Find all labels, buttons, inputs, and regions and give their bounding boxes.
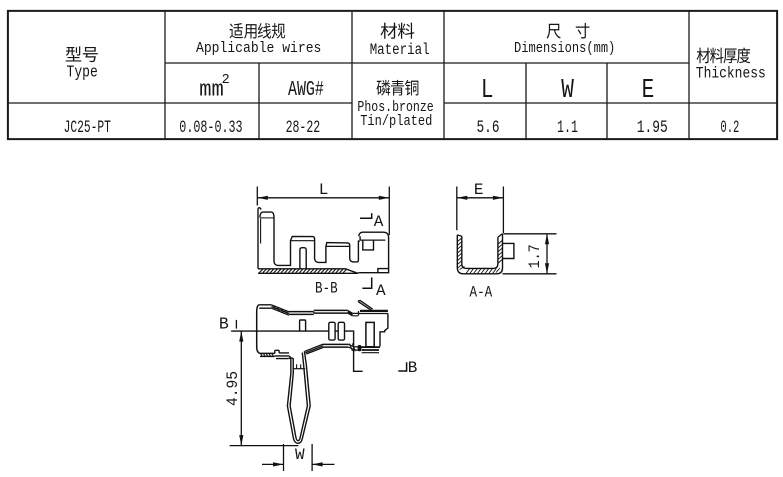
svg-text:1.95: 1.95 — [637, 119, 668, 138]
svg-text:E: E — [474, 181, 484, 199]
svg-text:Type: Type — [67, 64, 98, 83]
svg-text:A: A — [374, 213, 384, 231]
svg-text:0.2: 0.2 — [720, 119, 739, 138]
svg-text:A-A: A-A — [470, 284, 493, 302]
svg-text:2: 2 — [222, 73, 230, 88]
svg-text:1.1: 1.1 — [557, 119, 578, 138]
svg-text:L: L — [481, 76, 494, 106]
svg-text:Material: Material — [370, 41, 430, 59]
svg-text:Tin/plated: Tin/plated — [360, 112, 432, 130]
svg-text:4.95: 4.95 — [224, 371, 242, 406]
svg-text:JC25-PT: JC25-PT — [64, 119, 111, 138]
svg-text:Thickness: Thickness — [696, 65, 766, 83]
svg-text:A: A — [376, 282, 386, 300]
svg-text:Phos.bronze: Phos.bronze — [357, 98, 433, 116]
svg-text:1.7: 1.7 — [526, 244, 544, 268]
svg-text:mm: mm — [199, 77, 224, 103]
svg-text:28-22: 28-22 — [286, 119, 321, 138]
svg-text:Dimensions(mm): Dimensions(mm) — [514, 40, 615, 57]
svg-text:W: W — [295, 446, 305, 464]
svg-text:E: E — [642, 76, 655, 106]
svg-text:W: W — [561, 76, 574, 106]
svg-text:Applicable wires: Applicable wires — [196, 40, 321, 57]
svg-text:B: B — [219, 314, 229, 333]
svg-text:B: B — [408, 359, 418, 377]
svg-text:L: L — [319, 181, 329, 199]
svg-text:0.08-0.33: 0.08-0.33 — [179, 119, 242, 138]
svg-text:B-B: B-B — [315, 279, 338, 297]
svg-text:AWG#: AWG# — [288, 78, 324, 102]
svg-text:5.6: 5.6 — [477, 119, 500, 138]
